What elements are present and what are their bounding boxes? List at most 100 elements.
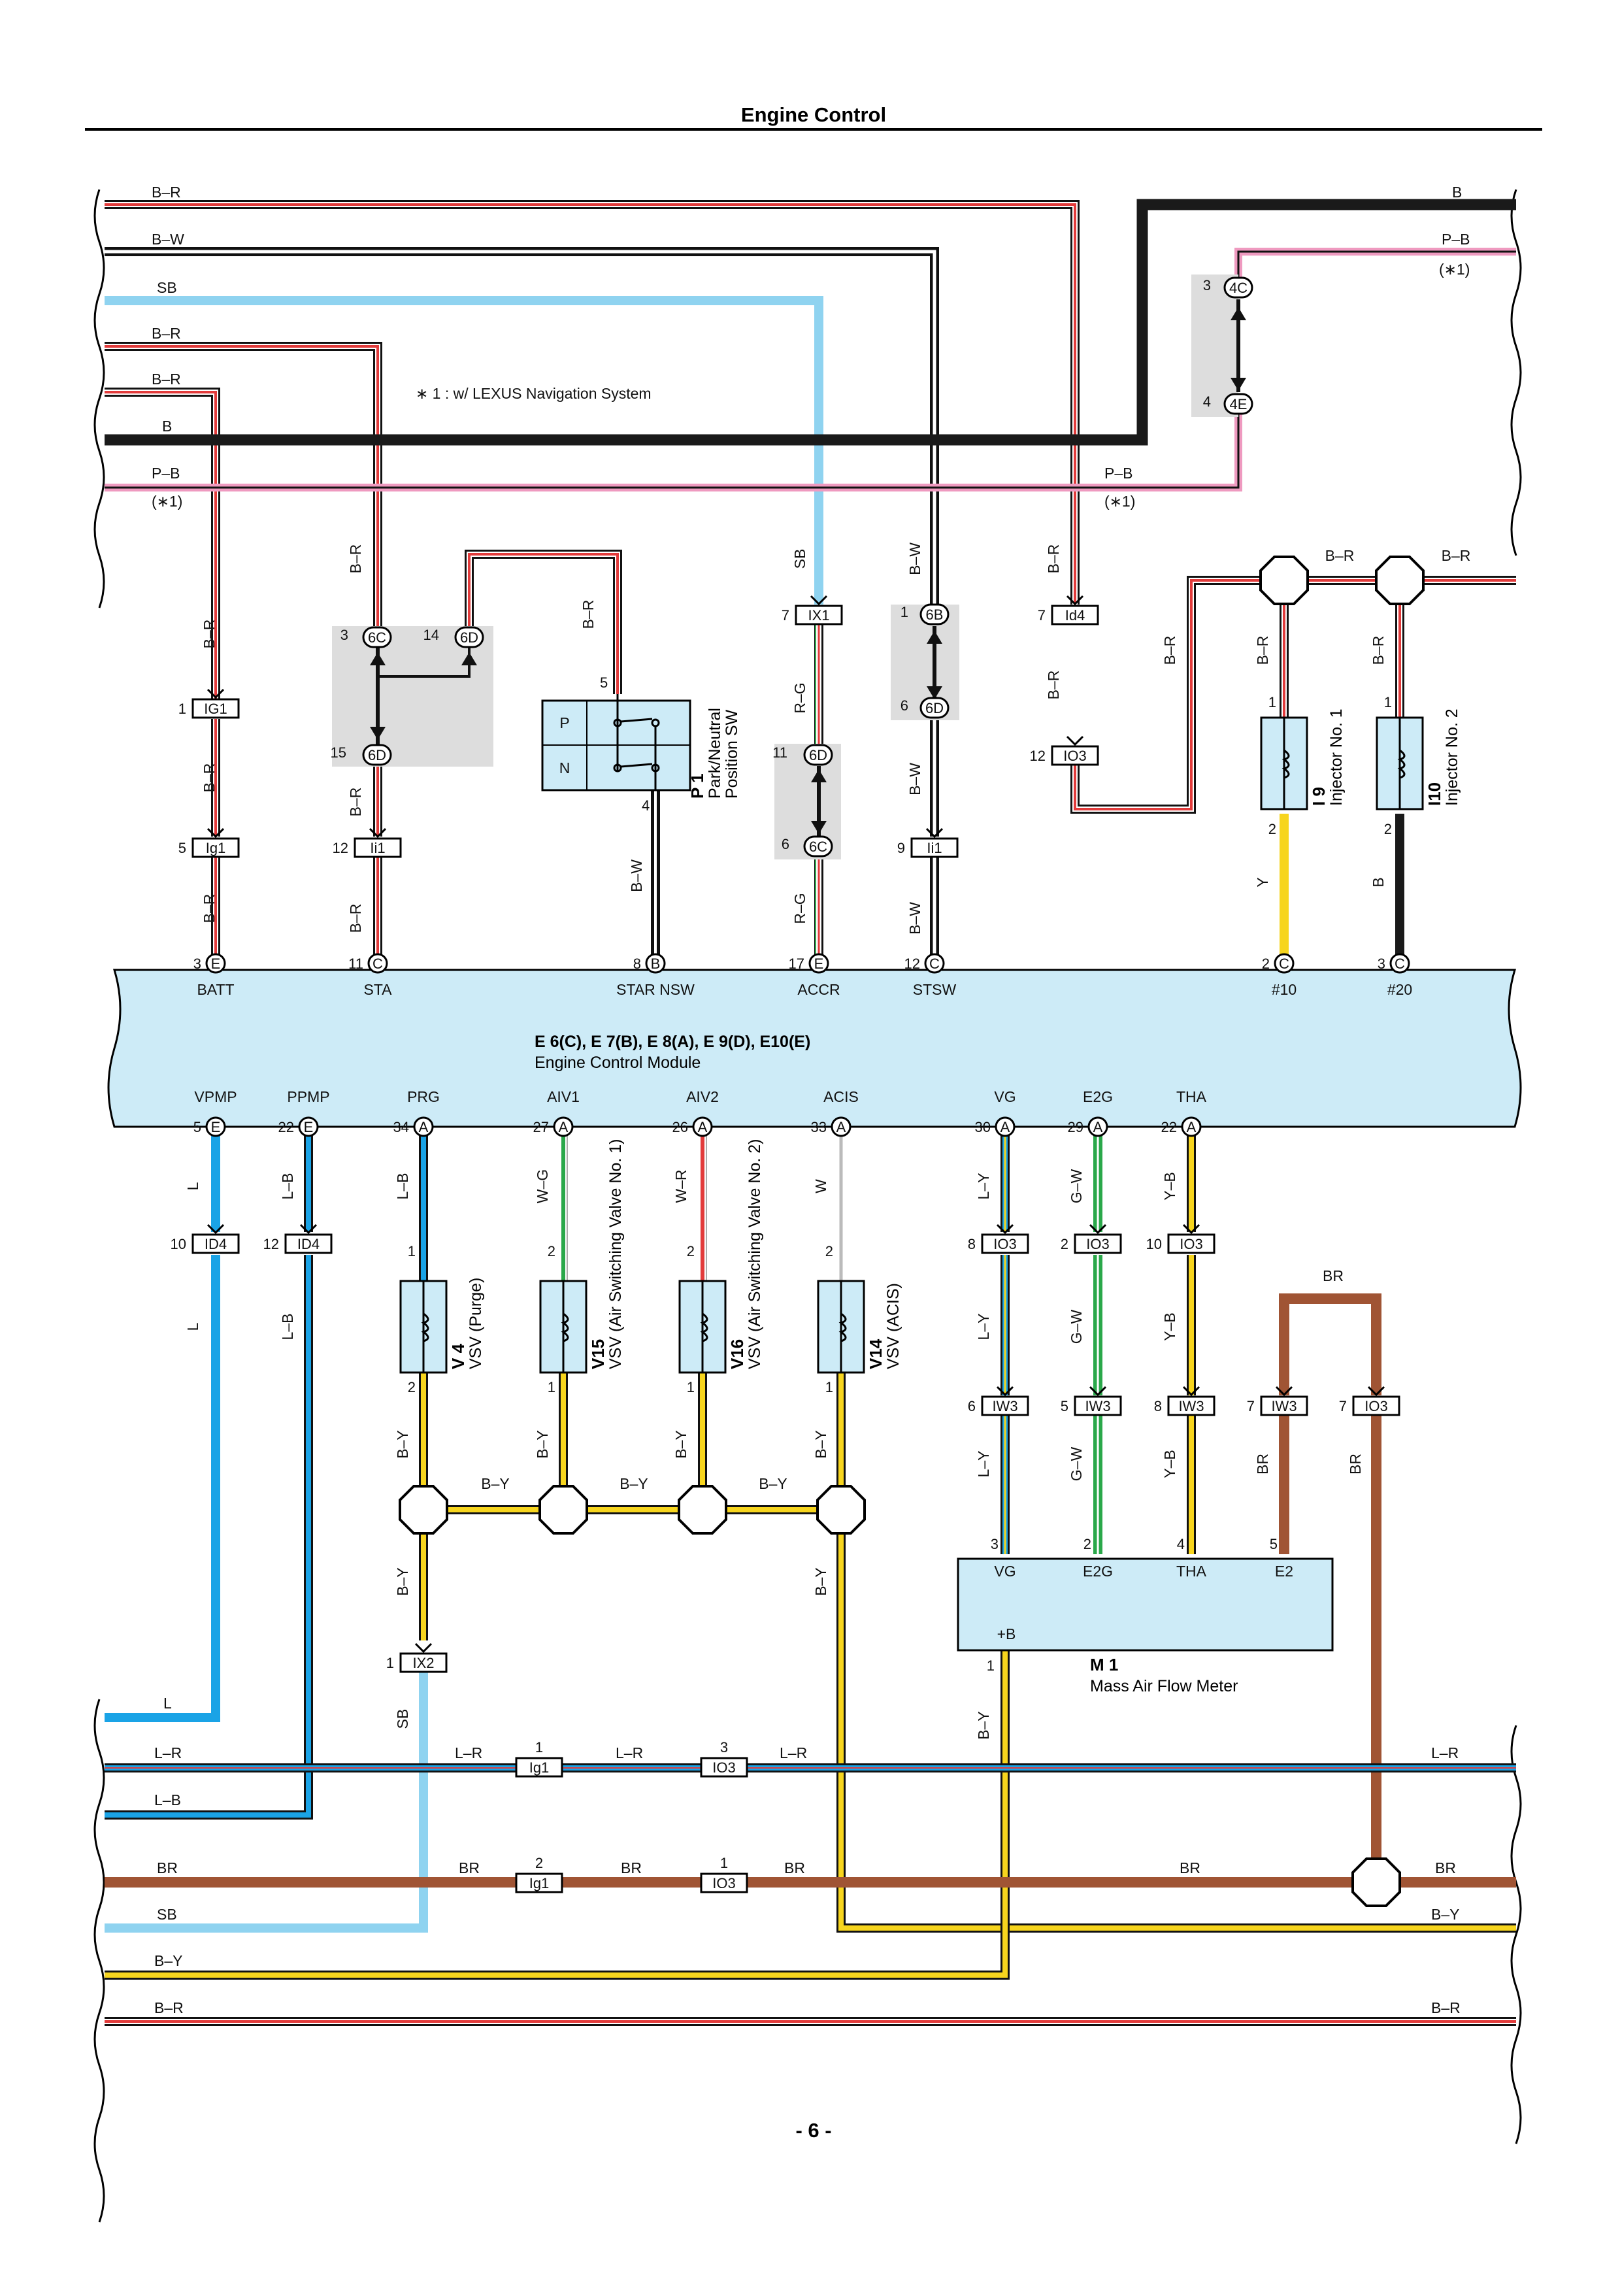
junction-arrows <box>370 307 1246 834</box>
connector-pin: 1 <box>720 1855 728 1871</box>
wire-code: L–B <box>279 1173 296 1200</box>
bus-bottom-left-6: B–R <box>154 1999 184 2016</box>
wire-code: B–Y <box>672 1430 689 1458</box>
wire-code: B–Y <box>394 1567 411 1595</box>
bus-top-left-2: SB <box>157 279 177 296</box>
svg-text:17: 17 <box>789 956 804 972</box>
connector-id: IO3 <box>1063 748 1086 764</box>
connector-id: IW3 <box>1271 1398 1297 1414</box>
wire-code: L–Y <box>975 1173 992 1200</box>
svg-text:2: 2 <box>1384 821 1392 837</box>
wire-code: B–R <box>1325 547 1355 564</box>
page-title: Engine Control <box>741 103 886 126</box>
wire-code: B–R <box>201 894 218 923</box>
maf-name: Mass Air Flow Meter <box>1090 1677 1238 1695</box>
connector-chevron <box>207 827 225 839</box>
connector-pin: 12 <box>1030 748 1046 764</box>
connector-id: IG1 <box>204 701 227 717</box>
component-name: VSV (Air Switching Valve No. 1) <box>606 1139 625 1369</box>
bus-lr-mid-2: L–R <box>780 1744 807 1761</box>
maf-body <box>957 1557 1334 1652</box>
svg-text:2: 2 <box>1083 1536 1091 1552</box>
component-ref: V15 <box>588 1339 608 1369</box>
connector-id: IX2 <box>412 1655 434 1671</box>
bus-top-left-4: B–R <box>152 371 181 388</box>
svg-text:B: B <box>651 956 661 972</box>
bus-bottom-right-1: BR <box>1435 1859 1456 1876</box>
svg-text:33: 33 <box>811 1119 827 1135</box>
inline-connector: Ii1 9 <box>897 827 959 858</box>
wire-code: B–R <box>347 904 364 933</box>
svg-text:6D: 6D <box>460 629 478 646</box>
connector-chevron <box>1182 1223 1200 1235</box>
svg-text:PRG: PRG <box>407 1088 440 1105</box>
bus-br-mid-3: BR <box>1180 1859 1200 1876</box>
wire-code: W–R <box>672 1169 689 1203</box>
bus-top-left-1: B–W <box>152 231 184 248</box>
bus-bottom-left-3: BR <box>157 1859 178 1876</box>
svg-text:A: A <box>559 1119 569 1135</box>
maf-bplus-label: +B <box>997 1625 1016 1642</box>
svg-text:E: E <box>814 956 824 972</box>
wire-code: BR <box>1323 1267 1344 1284</box>
ecm-terminal-top: C2#10 <box>1262 953 1297 998</box>
connector-pin: 7 <box>1339 1398 1347 1414</box>
svg-text:A: A <box>1093 1119 1103 1135</box>
wire-code: G–W <box>1068 1447 1085 1482</box>
connector-id: Ii1 <box>927 840 942 856</box>
bus-bottom-left-1: L–R <box>154 1744 182 1761</box>
junction-pin-number: 11 <box>772 744 787 761</box>
connector-id: Ii1 <box>370 840 385 856</box>
bus-br-mid-0: BR <box>459 1859 480 1876</box>
connector-id: IX1 <box>808 607 829 624</box>
bus-top-left-3: B–R <box>152 325 181 342</box>
connector-pin: 1 <box>386 1655 394 1671</box>
connector-pin: 10 <box>1146 1236 1162 1252</box>
svg-text:5: 5 <box>193 1119 201 1135</box>
p1-pin-top: 5 <box>600 674 608 691</box>
svg-text:27: 27 <box>533 1119 549 1135</box>
svg-text:VG: VG <box>994 1563 1016 1580</box>
connector-pin: 9 <box>897 840 905 856</box>
ecm-id: E 6(C), E 7(B), E 8(A), E 9(D), E10(E) <box>535 1033 810 1051</box>
connector-pin: 6 <box>968 1398 976 1414</box>
connector-id: IW3 <box>1178 1398 1204 1414</box>
connector-id: ID4 <box>205 1236 227 1252</box>
inline-connector: IW3 8 <box>1154 1386 1215 1416</box>
wire-code: B–R <box>580 600 597 629</box>
svg-text:6C: 6C <box>368 629 386 646</box>
wire-code: L <box>184 1182 201 1190</box>
connector-pin: 12 <box>333 840 348 856</box>
page-number: - 6 - <box>795 2119 831 2142</box>
svg-text:11: 11 <box>348 956 363 972</box>
connector-pin: 5 <box>1061 1398 1068 1414</box>
p1-switch <box>541 694 691 791</box>
svg-text:4E: 4E <box>1230 396 1248 412</box>
connector-pin: 8 <box>968 1236 976 1252</box>
bus-br-mid-2: BR <box>784 1859 805 1876</box>
svg-text:2: 2 <box>1262 956 1270 972</box>
connector-id: Id4 <box>1065 607 1085 624</box>
svg-text:AIV1: AIV1 <box>547 1088 580 1105</box>
svg-text:C: C <box>929 956 940 972</box>
junction-cavity: 6B <box>919 603 950 625</box>
svg-text:E: E <box>211 1119 221 1135</box>
wire-code: B–W <box>906 763 923 795</box>
wire-code: B–W <box>906 902 923 935</box>
svg-text:STSW: STSW <box>913 981 957 998</box>
wire-code: L <box>184 1322 201 1331</box>
bus-br-mid-1: BR <box>621 1859 642 1876</box>
splice-point <box>678 1485 727 1535</box>
wire-b-bus <box>105 199 1516 446</box>
connector-pin: 8 <box>1154 1398 1162 1414</box>
svg-text:AIV2: AIV2 <box>686 1088 719 1105</box>
wire-pb-right <box>1234 248 1516 281</box>
